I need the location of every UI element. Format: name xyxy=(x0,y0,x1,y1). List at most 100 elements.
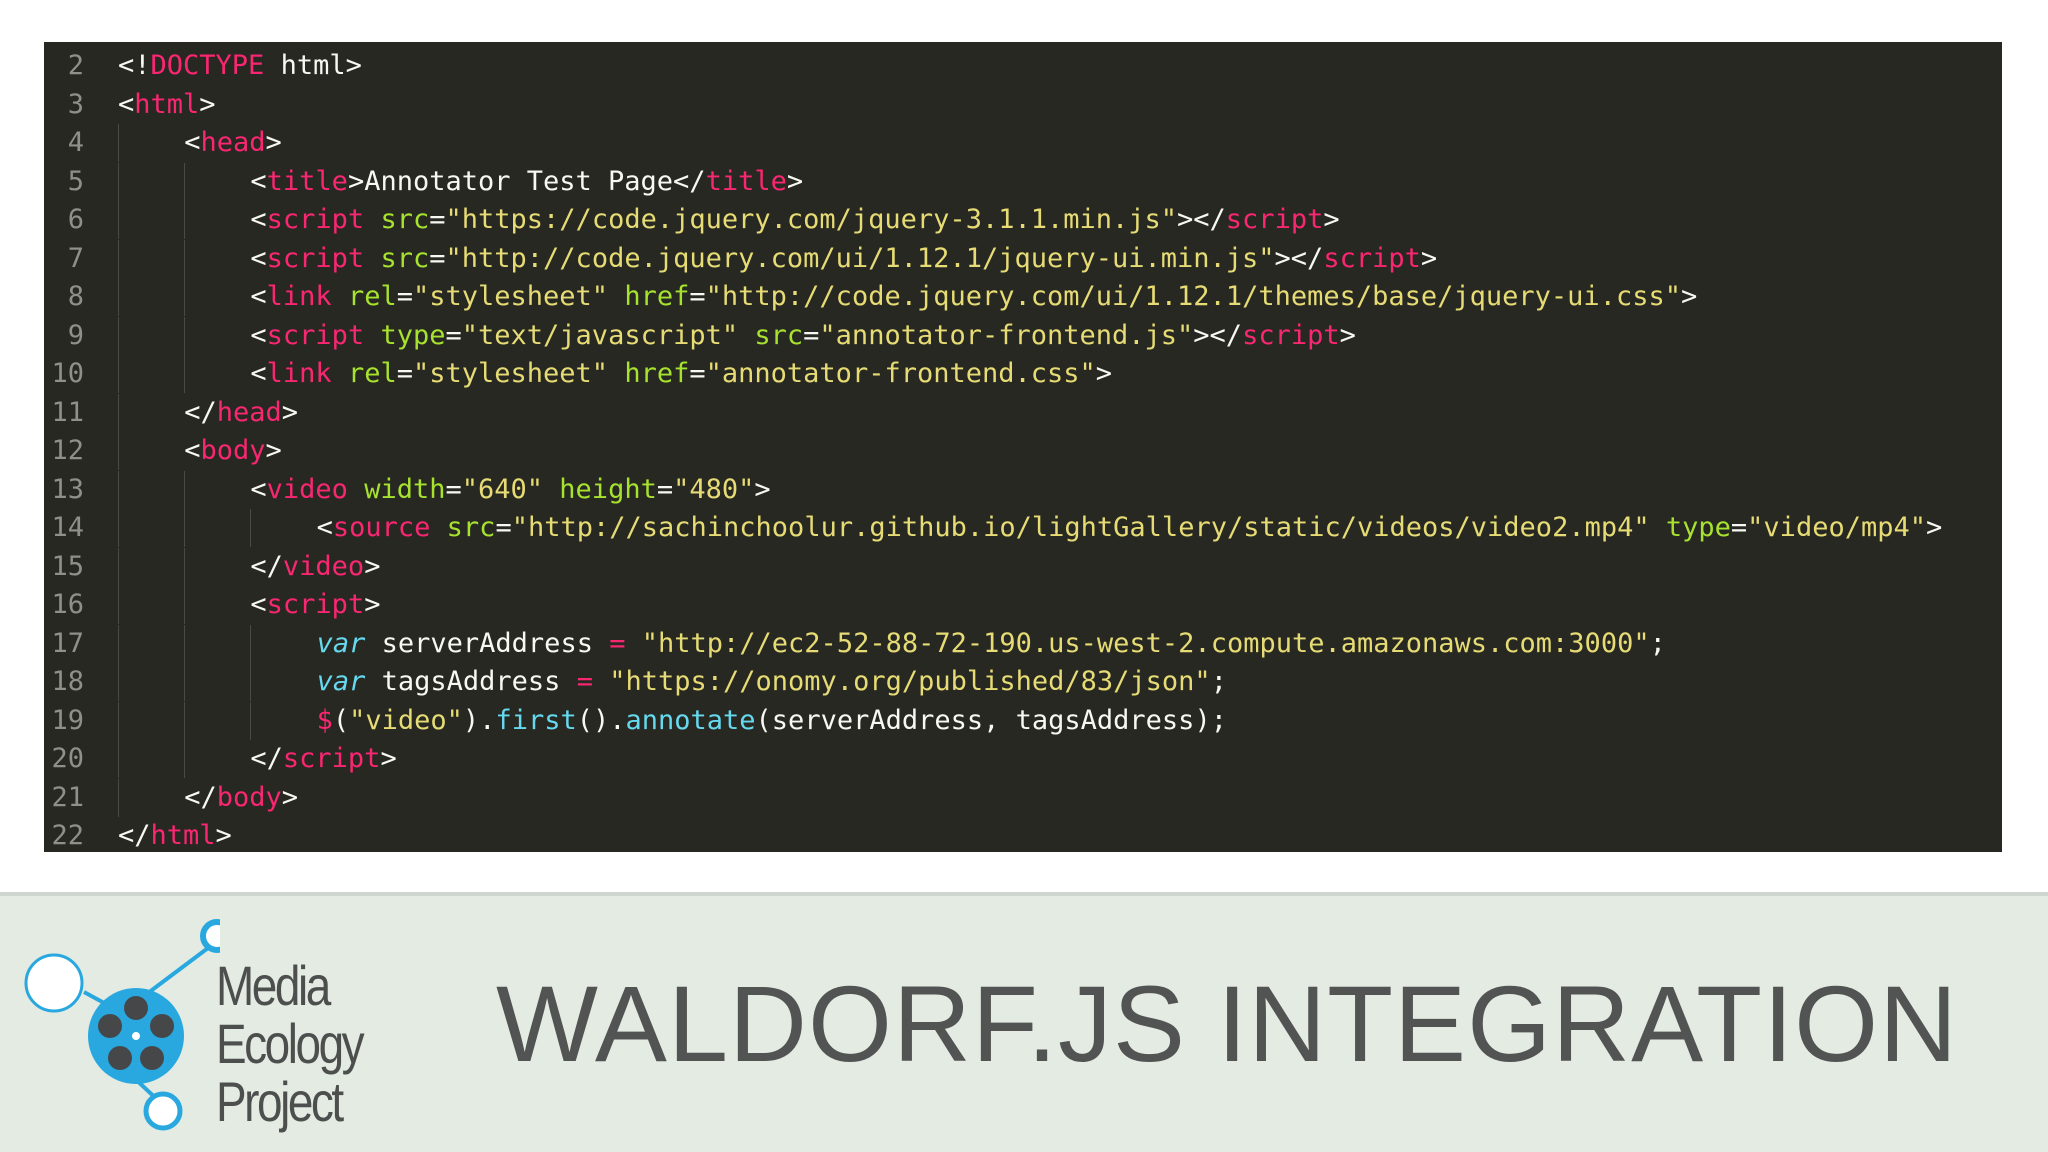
code-token-attr: rel xyxy=(347,281,397,312)
code-token-plain xyxy=(1650,512,1666,543)
code-token-plain: </ xyxy=(184,781,217,813)
footer-banner: Media Ecology Project WALDORF.JS INTEGRA… xyxy=(0,896,2048,1152)
code-token-tag: head xyxy=(216,396,282,428)
code-token-attr: src xyxy=(754,319,804,351)
code-token-plain: < xyxy=(250,358,267,389)
code-token-plain: = xyxy=(429,242,446,274)
code-token-fn: first xyxy=(495,704,577,736)
code-token-plain: > xyxy=(1339,319,1356,351)
code-token-tag: html xyxy=(134,88,200,120)
code-token-str: "http://sachinchoolur.github.io/lightGal… xyxy=(511,512,1650,543)
code-token-plain: < xyxy=(184,127,201,158)
code-token-tag: script xyxy=(1323,242,1421,274)
code-line: 12<body> xyxy=(44,432,2002,470)
code-token-plain: > xyxy=(1095,358,1113,389)
indent-guide xyxy=(118,663,119,701)
slide-title: WALDORF.JS INTEGRATION xyxy=(496,963,1959,1084)
code-text: var tagsAddress = "https://onomy.org/pub… xyxy=(317,663,1227,701)
code-token-plain: ). xyxy=(462,704,496,736)
indent-guide xyxy=(118,316,119,355)
code-token-tag: script xyxy=(266,204,365,235)
code-token-plain: > xyxy=(281,396,298,428)
code-token-attr: src xyxy=(446,512,496,543)
code-line: 16<script> xyxy=(44,586,2002,624)
line-number: 14 xyxy=(51,512,84,543)
line-number: 21 xyxy=(51,781,84,813)
code-token-plain: > xyxy=(786,165,804,197)
code-token-plain xyxy=(364,204,380,235)
code-token-plain: serverAddress xyxy=(365,627,610,659)
code-token-plain xyxy=(738,320,754,351)
code-token-plain xyxy=(430,512,446,543)
code-token-str: "http://code.jquery.com/ui/1.12.1/jquery… xyxy=(445,242,1275,274)
code-token-kw: var xyxy=(316,666,366,697)
code-token-attr: width xyxy=(364,473,446,505)
line-number: 13 xyxy=(51,473,84,505)
code-token-attr: src xyxy=(380,204,430,235)
code-token-tag: html xyxy=(150,820,216,851)
code-token-tag: link xyxy=(266,358,332,389)
code-token-tag: title xyxy=(266,165,348,197)
code-token-plain: = xyxy=(656,473,674,505)
indent-guide xyxy=(184,624,186,663)
code-token-attr: height xyxy=(559,473,657,505)
line-number: 12 xyxy=(51,435,84,466)
code-token-op: = xyxy=(609,627,626,659)
code-token-plain: = xyxy=(689,358,706,389)
code-token-str: "video/mp4" xyxy=(1747,512,1926,543)
line-number: 7 xyxy=(67,242,84,274)
indent-guide xyxy=(118,778,119,817)
line-number: 22 xyxy=(51,820,84,851)
code-token-plain: ></ xyxy=(1193,319,1243,351)
code-token-plain: > xyxy=(265,127,282,158)
code-text: <!DOCTYPE html> xyxy=(118,47,362,85)
code-token-str: "https://onomy.org/published/83/json" xyxy=(609,666,1211,697)
code-token-plain: < xyxy=(250,165,267,197)
code-text: <video width="640" height="480"> xyxy=(250,471,770,509)
code-token-plain: > xyxy=(1925,512,1943,543)
line-number: 16 xyxy=(51,589,84,620)
line-number: 11 xyxy=(51,396,84,428)
code-text: <script src="https://code.jquery.com/jqu… xyxy=(250,201,1339,239)
code-token-tag: video xyxy=(266,473,348,505)
code-text: </video> xyxy=(250,548,380,586)
code-token-plain: = xyxy=(495,512,512,543)
code-text: <link rel="stylesheet" href="http://code… xyxy=(250,278,1697,316)
code-token-plain: < xyxy=(250,589,267,620)
logo-text-ecology: Ecology xyxy=(216,1012,365,1075)
code-token-plain: > xyxy=(1323,204,1340,235)
code-token-str: "http://code.jquery.com/ui/1.12.1/themes… xyxy=(705,281,1681,312)
code-token-plain xyxy=(608,281,624,312)
code-token-fn: annotate xyxy=(625,704,756,736)
line-number: 5 xyxy=(67,165,84,197)
code-token-plain: </ xyxy=(250,743,283,774)
indent-guide xyxy=(118,239,119,278)
code-token-plain: </ xyxy=(118,820,151,851)
indent-guide xyxy=(118,624,119,663)
indent-guide xyxy=(184,470,186,509)
code-text: <title>Annotator Test Page</title> xyxy=(250,163,803,201)
code-token-plain: < xyxy=(250,242,267,274)
code-token-plain xyxy=(332,358,348,389)
code-text: <script src="http://code.jquery.com/ui/1… xyxy=(250,240,1437,278)
code-token-str: "640" xyxy=(461,473,544,505)
code-token-doctype: DOCTYPE xyxy=(150,50,265,81)
indent-guide xyxy=(118,201,119,239)
indent-guide xyxy=(118,740,119,778)
indent-guide xyxy=(118,355,119,393)
code-token-tag: script xyxy=(266,319,365,351)
code-token-plain: < xyxy=(184,435,201,466)
code-token-attr: type xyxy=(380,319,446,351)
code-token-plain: = xyxy=(445,319,462,351)
code-line: 19$("video").first().annotate(serverAddr… xyxy=(44,701,2002,740)
line-number: 2 xyxy=(67,50,84,81)
code-line: 4<head> xyxy=(44,124,2002,162)
code-token-tag: body xyxy=(200,435,266,466)
indent-guide xyxy=(250,701,252,740)
code-line: 11</head> xyxy=(44,393,2002,432)
code-line: 7<script src="http://code.jquery.com/ui/… xyxy=(44,239,2002,278)
code-line: 10<link rel="stylesheet" href="annotator… xyxy=(44,355,2002,393)
code-token-plain: < xyxy=(118,88,135,120)
code-line: 2 <!DOCTYPE html> xyxy=(44,47,2002,85)
